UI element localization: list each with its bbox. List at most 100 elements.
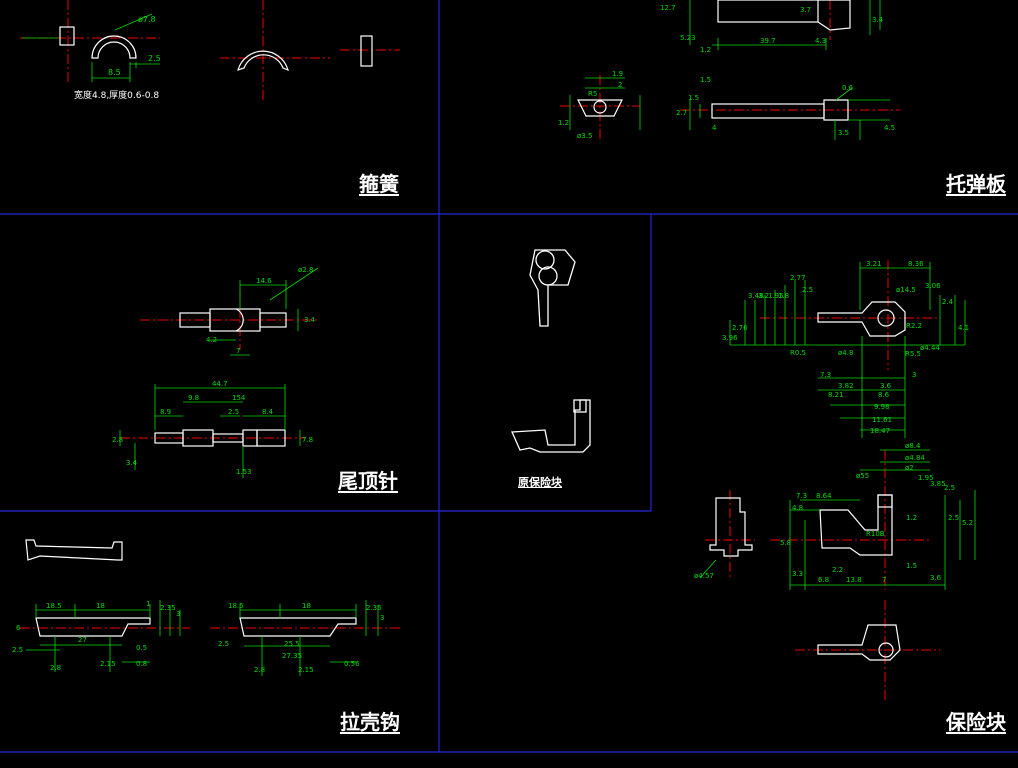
safety-top-dim-18: ø4.44 <box>920 344 940 352</box>
tail-pin-dim-12: 7.8 <box>302 436 313 444</box>
safety-bottom-dim-15: 3.3 <box>792 570 803 578</box>
tail-pin-dim-7: 154 <box>232 394 246 402</box>
extractor-dim-7: 27 <box>78 636 87 644</box>
follower-dim-3: 39.7 <box>760 37 776 45</box>
safety-bottom-dim-12: 2.5 <box>948 514 959 522</box>
safety-bottom-dim-3: ø55 <box>856 472 869 480</box>
safety-bottom-dim-13: 5.2 <box>962 519 973 527</box>
tail-pin-dim-1: ø2.8 <box>298 266 313 274</box>
extractor-dim-16: 25.5 <box>284 640 300 648</box>
spring-dim-1: 8.5 <box>108 68 121 77</box>
safety-top-dim-9: 1.8 <box>778 292 789 300</box>
tail-pin-dim-4: 3.4 <box>304 316 316 324</box>
safety-top-dim-25: 11.61 <box>872 416 892 424</box>
safety-bottom-dim-22: ø4.57 <box>694 572 714 580</box>
safety-bottom-dim-2: ø2 <box>905 464 914 472</box>
extractor-dim-14: 2.35 <box>366 604 382 612</box>
follower-dim-9: 1.2 <box>558 119 569 127</box>
extractor-dim-21: 3 <box>380 614 384 622</box>
tail-pin-dim-13: 3.4 <box>126 459 138 467</box>
safety-bottom-dim-5: 3.85 <box>930 480 946 488</box>
safety-top-dim-14: R2.2 <box>906 322 922 330</box>
tail-pin-dim-9: 8.9 <box>160 408 171 416</box>
extractor-dim-0: 18.5 <box>46 602 62 610</box>
safety-top-dim-0: 3.21 <box>866 260 882 268</box>
extractor-dim-6: 2.5 <box>12 646 23 654</box>
extractor-dim-15: 2.5 <box>218 640 229 648</box>
spring-note: 宽度4.8,厚度0.6-0.8 <box>74 91 160 101</box>
tail-pin-dim-0: 14.6 <box>256 277 272 285</box>
follower-dim-14: 4 <box>712 124 717 132</box>
safety-top-dim-6: 3.48 <box>748 292 764 300</box>
extractor-dim-13: 18 <box>302 602 311 610</box>
extractor-dim-9: 2.15 <box>100 660 116 668</box>
spring-drawing: ø7.8 8.5 2.5 <box>20 0 400 100</box>
tail-pin-title: 尾顶针 <box>338 469 398 493</box>
safety-bottom-dim-16: 6.8 <box>818 576 829 584</box>
safety-bottom-dim-11: 1.2 <box>906 514 917 522</box>
safety-bottom-dim-14: 5.8 <box>780 539 791 547</box>
extractor-dim-18: 2.8 <box>254 666 265 674</box>
tail-pin-dim-5: 44.7 <box>212 380 228 388</box>
safety-top-dim-22: 3.6 <box>880 382 892 390</box>
tail-pin-dim-10: 8.4 <box>262 408 274 416</box>
extractor-dim-11: 0.8 <box>136 660 147 668</box>
safety-top-dim-23: 8.6 <box>878 391 890 399</box>
tail-pin-dim-11: 2.8 <box>112 436 123 444</box>
safety-top-dim-10: 2.4 <box>942 298 954 306</box>
extractor-dim-19: 2.15 <box>298 666 314 674</box>
safety-top-dim-13: 4.1 <box>958 324 969 332</box>
safety-top-dim-5: 2.5 <box>802 286 813 294</box>
follower-dim-5: 3.7 <box>800 6 811 14</box>
safety-bottom-dim-19: 2.2 <box>832 566 843 574</box>
follower-dim-7: 1.9 <box>612 70 623 78</box>
extractor-dim-12: 18.5 <box>228 602 244 610</box>
original-safety-drawing <box>511 249 591 453</box>
safety-bottom-dim-6: 2.5 <box>944 484 955 492</box>
safety-top-dim-20: 3.82 <box>838 382 854 390</box>
extractor-dim-1: 18 <box>96 602 105 610</box>
follower-dim-10: R5 <box>588 90 597 98</box>
extractor-drawing <box>20 539 400 676</box>
extractor-dim-3: 1 <box>146 600 150 608</box>
follower-dim-0: 12.7 <box>660 4 676 12</box>
safety-top-dim-26: 18.47 <box>870 427 890 435</box>
spring-title: 箍簧 <box>359 172 399 196</box>
safety-top-dim-19: 7.3 <box>820 371 831 379</box>
extractor-dim-8: 2.8 <box>50 664 61 672</box>
tail-pin-dim-14: 1.53 <box>236 468 252 476</box>
safety-top-dim-7: 3.2 <box>758 292 769 300</box>
follower-dim-17: 3.5 <box>838 129 849 137</box>
follower-dim-12: 2.7 <box>676 109 687 117</box>
follower-dim-15: 1.5 <box>700 76 711 84</box>
tail-pin-dim-2: 4.2 <box>206 336 217 344</box>
original-safety-label: 原保险块 <box>518 476 562 489</box>
tail-pin-drawing: 14.6 ø2.8 4.2 7 3.4 44.7 9.8 154 2.5 8.9… <box>112 266 320 478</box>
safety-bottom-dim-18: 7 <box>882 576 886 584</box>
safety-title: 保险块 <box>946 710 1006 734</box>
safety-top-dim-4: 2.77 <box>790 274 806 282</box>
safety-bottom-dim-7: 7.3 <box>796 492 807 500</box>
tail-pin-dim-6: 9.8 <box>188 394 199 402</box>
follower-dim-2: 1.2 <box>700 46 711 54</box>
safety-top-dim-2: ø14.5 <box>896 286 916 294</box>
follower-dim-13: 1.5 <box>688 94 699 102</box>
follower-dim-16: 0.6 <box>842 84 854 92</box>
safety-bottom-dim-17: 13.8 <box>846 576 862 584</box>
extractor-dim-10: 0.5 <box>136 644 147 652</box>
follower-title: 托弹板 <box>946 172 1006 196</box>
extractor-title: 拉壳钩 <box>340 710 400 734</box>
safety-top-dim-17: R5.5 <box>905 350 921 358</box>
follower-dim-6: 3.4 <box>872 16 884 24</box>
safety-top-dim-11: 2.76 <box>732 324 748 332</box>
extractor-dim-20: 0.56 <box>344 660 360 668</box>
follower-dim-1: 5.23 <box>680 34 696 42</box>
safety-bottom-dim-9: 4.8 <box>792 504 803 512</box>
safety-top-dim-21: 8.21 <box>828 391 844 399</box>
follower-drawing: 12.7 5.23 1.2 39.7 4.3 3.7 3.4 1.9 2 1.2… <box>558 0 900 140</box>
tail-pin-dim-3: 7 <box>236 347 240 355</box>
safety-top-dim-3: 3.06 <box>925 282 941 290</box>
spring-dim-2: 2.5 <box>148 54 161 63</box>
